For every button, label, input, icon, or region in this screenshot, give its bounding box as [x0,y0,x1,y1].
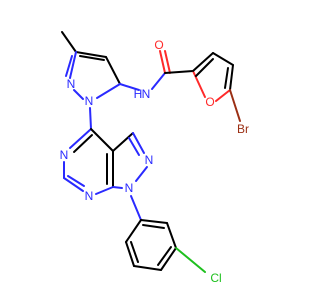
bond-c3-n2 [132,132,145,154]
bond-pyrazole-c5 [105,56,121,85]
atom-label-layer: O N H N N O Br N N N N Cl [60,38,249,285]
bond-carbonyl-o-double [164,50,171,74]
atom-label-n-pyrazolo-1: N [145,153,154,167]
bond-phenyl-1 [125,219,142,243]
bond-phenyl-6 [140,219,168,224]
atom-label-h-amide: H [134,87,143,101]
bond-c-cl [175,247,206,273]
bond-phenyl-4 [160,247,177,271]
atom-label-n-pyrimidine-1: N [60,148,69,162]
atom-label-o-carbonyl: O [154,38,163,52]
bond-c-n-amide [119,83,140,91]
bond-pyrimidine-n1-c7a [95,186,114,195]
bond-n1-c7a [112,186,123,189]
bond-n-c4 [89,107,92,130]
bond-pyrimidine-c2-n1-double [67,175,85,187]
bond-c3a-c3 [112,132,134,152]
bond-methyl [61,31,77,53]
atom-label-n-amide: N [142,87,151,101]
bond-furan-c4-c5-double [224,67,229,89]
bond-furan-c2-c3 [192,52,214,72]
bond-pyrazole-c4 [75,51,107,58]
atom-label-n-pyrazole-2: N [85,94,94,108]
atom-label-o-furan: O [205,95,214,109]
bond-pyrimidine-c2-n1 [63,177,84,192]
bond-c4-c3a [90,128,114,152]
bond-phenyl-2 [125,241,135,267]
bond-pyrazole-n1-n2 [73,89,84,100]
bond-pyrazole-n1-c5 [96,83,121,99]
bond-phenyl-5 [166,222,177,249]
bond-n2-n1 [135,166,148,182]
bond-layer [61,31,241,273]
bond-c-br [229,89,241,122]
bond-n-carbonyl [151,72,166,90]
bond-n-phenyl [130,195,142,221]
bond-carbonyl-furan [164,70,194,74]
bond-furan-c3-c4 [212,52,234,66]
atom-label-n-pyrazole-1: N [67,77,76,91]
bond-pyrazole-n2-c3 [69,51,77,79]
atom-label-n-pyrazolo-2: N [125,181,134,195]
bond-phenyl-2-double [130,241,139,263]
molecule-structure: O N H N N O Br N N N N Cl [60,31,249,285]
bond-furan-c4-c5 [229,64,234,91]
bond-pyrazole-n2-c3-double [65,55,73,77]
bond-furan-c2-o [192,70,206,98]
bond-c3-n2-double [128,137,140,156]
atom-label-cl: Cl [210,271,221,285]
bond-pyrazole-c4-double [79,55,105,61]
atom-label-br: Br [237,122,249,136]
bond-phenyl-6-double [142,224,165,229]
atom-label-n-pyrimidine-2: N [85,189,94,203]
bond-phenyl-4-double [157,246,172,266]
bond-phenyl-3 [133,265,162,271]
bond-furan-c2-c3-double [195,58,214,77]
bond-pyrimidine-c4-n3-double [73,134,93,153]
bond-carbonyl-o [159,50,166,74]
bond-pyrimidine-c4-n3 [69,128,92,149]
bond-furan-c5-o [215,89,231,102]
